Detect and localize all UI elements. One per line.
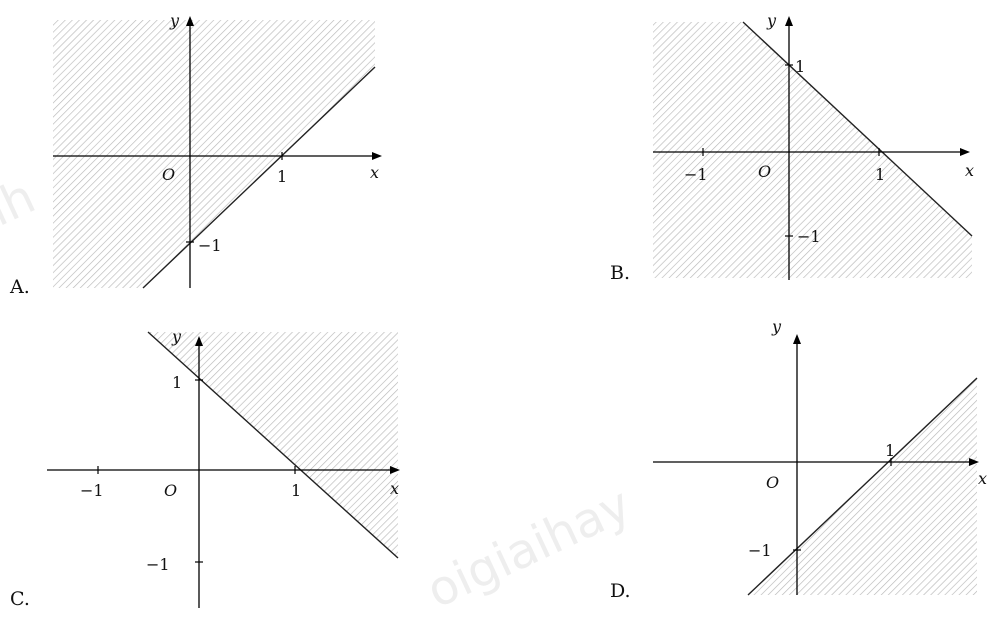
option-a-tick-label: −1: [198, 236, 222, 255]
option-c-tick-label: 1: [172, 373, 182, 392]
option-b-tick-label: 1: [875, 165, 885, 184]
option-b-tick-label: −1: [684, 165, 708, 184]
option-a-svg: y x O 1 −1: [53, 11, 382, 289]
option-a-boundary-line: [142, 66, 376, 289]
option-d-y-label: y: [771, 317, 782, 336]
option-a-x-label: x: [370, 163, 379, 182]
option-d-x-arrow: [969, 458, 979, 466]
option-b-graph: y x O 1 −1 1 −1 B.: [600, 0, 993, 300]
option-c-y-label: y: [171, 327, 182, 346]
option-d-graph: y x O 1 −1 D.: [600, 310, 993, 608]
option-a-graph: y x O 1 −1 A.: [0, 0, 400, 300]
option-c-y-arrow: [195, 336, 203, 346]
option-c-label: C.: [10, 588, 30, 610]
option-b-boundary-line: [742, 21, 973, 237]
option-a-origin-label: O: [162, 165, 175, 184]
option-c-tick-label: −1: [146, 555, 170, 574]
option-b-tick-label: 1: [795, 57, 805, 76]
option-b-x-arrow: [960, 148, 970, 156]
option-c-svg: y x O 1 −1 1 −1: [47, 327, 400, 608]
option-d-label: D.: [610, 580, 631, 602]
option-a-y-label: y: [169, 11, 180, 30]
option-b-svg: y x O 1 −1 1 −1: [653, 11, 974, 280]
option-b-x-label: x: [965, 161, 974, 180]
option-d-boundary-line: [747, 377, 978, 596]
option-c-x-arrow: [390, 466, 400, 474]
option-d-origin-label: O: [766, 473, 779, 492]
option-d-tick-label: −1: [748, 541, 772, 560]
option-a-x-arrow: [372, 152, 382, 160]
option-d-y-arrow: [793, 334, 801, 344]
option-c-x-label: x: [390, 479, 399, 498]
option-a-y-arrow: [186, 16, 194, 26]
option-c-origin-label: O: [164, 481, 177, 500]
option-c-tick-label: 1: [291, 481, 301, 500]
option-c-graph: y x O 1 −1 1 −1 C.: [0, 320, 410, 610]
option-c-boundary-line: [147, 331, 399, 559]
option-a-label: A.: [10, 276, 30, 298]
option-d-tick-label: 1: [885, 441, 895, 460]
option-d-svg: y x O 1 −1: [653, 317, 987, 596]
option-a-shaded-region: [53, 20, 375, 288]
option-d-x-label: x: [978, 469, 987, 488]
option-b-label: B.: [610, 262, 631, 284]
option-b-origin-label: O: [758, 162, 771, 181]
option-b-shaded-region: [653, 22, 972, 278]
option-b-y-label: y: [766, 11, 777, 30]
option-c-tick-label: −1: [80, 481, 104, 500]
option-a-tick-label: 1: [277, 167, 287, 186]
option-b-tick-label: −1: [797, 227, 821, 246]
option-b-y-arrow: [785, 16, 793, 26]
